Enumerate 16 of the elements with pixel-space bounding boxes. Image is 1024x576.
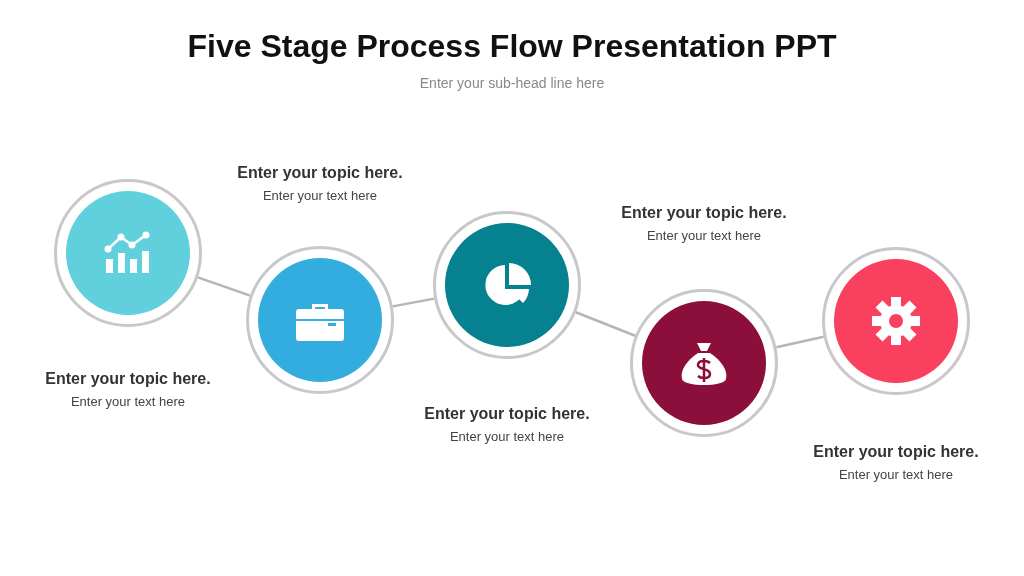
subtitle: Enter your sub-head line here xyxy=(418,75,606,91)
topic-heading: Enter your topic here. xyxy=(423,405,591,423)
connector-line xyxy=(575,311,636,337)
topic-heading: Enter your topic here. xyxy=(812,443,980,461)
topic-text: Enter your text here xyxy=(69,394,187,409)
connector-line xyxy=(776,335,824,349)
topic-heading: Enter your topic here. xyxy=(620,204,788,222)
connector-line xyxy=(392,297,435,308)
topic-text: Enter your text here xyxy=(645,228,763,243)
topic-heading: Enter your topic here. xyxy=(236,164,404,182)
topic-text: Enter your text here xyxy=(261,188,379,203)
topic-text: Enter your text here xyxy=(837,467,955,482)
title: Five Stage Process Flow Presentation PPT xyxy=(186,28,838,65)
connector-line xyxy=(197,276,251,297)
topic-text: Enter your text here xyxy=(448,429,566,444)
topic-heading: Enter your topic here. xyxy=(44,370,212,388)
